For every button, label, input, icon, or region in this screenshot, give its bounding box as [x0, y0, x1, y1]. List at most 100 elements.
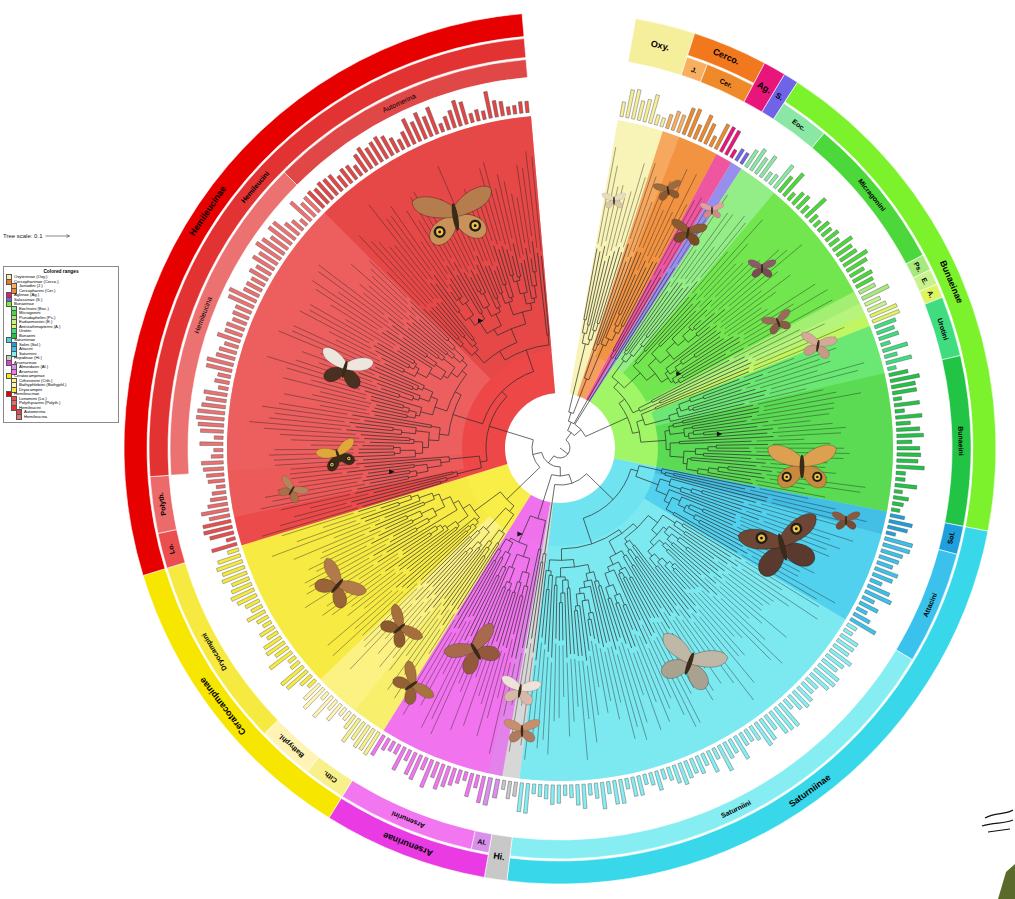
tip-bar — [212, 490, 226, 495]
tree-branch — [716, 448, 749, 449]
moth-body — [469, 642, 482, 661]
moth-picture — [700, 203, 724, 218]
tip-trace — [579, 661, 588, 760]
tip-bar — [481, 111, 486, 120]
tree-branch — [408, 329, 444, 358]
moth-body — [686, 226, 691, 239]
tree-branch — [582, 333, 584, 343]
tree-branch — [675, 367, 678, 372]
tree-branch — [575, 606, 576, 611]
tree-branch — [484, 342, 517, 362]
tree-branch — [699, 523, 743, 547]
tree-branch — [472, 350, 479, 356]
tree-branch — [625, 350, 627, 351]
tree-branch — [532, 440, 540, 468]
tree-branch — [677, 537, 679, 540]
tip-bar — [326, 703, 342, 721]
tree-branch — [415, 453, 422, 454]
tip-traces — [249, 147, 867, 760]
tip-trace — [496, 188, 512, 251]
tree-branch — [560, 448, 568, 454]
tree-branch — [409, 367, 414, 370]
tree-branch — [499, 530, 504, 534]
tree-branch — [512, 554, 517, 567]
tip-bar — [351, 721, 366, 740]
tree-branch — [696, 313, 715, 330]
tree-branch — [472, 339, 474, 341]
tip-trace — [575, 659, 578, 707]
tree-branch — [632, 566, 670, 629]
tip-trace — [319, 272, 389, 323]
tip-bar — [218, 373, 231, 379]
tribe-label: E. — [920, 276, 929, 285]
tree-branch — [707, 447, 708, 451]
tree-branch — [670, 561, 674, 565]
tip-bar — [897, 433, 924, 437]
tribe-label: Arsenurini — [390, 810, 425, 830]
tip-trace — [598, 147, 616, 244]
moth-forewing — [520, 678, 542, 694]
tree-branch — [684, 511, 695, 517]
tree-branch — [410, 518, 475, 571]
tree-branch — [428, 515, 436, 520]
moth-picture — [832, 512, 860, 530]
tip-bar — [209, 514, 230, 521]
tip-trace — [369, 286, 409, 320]
tree-branch — [555, 474, 587, 485]
tree-branch — [695, 449, 696, 455]
tree-branch — [662, 558, 667, 564]
tree-branch — [445, 525, 448, 529]
tree-branch — [418, 388, 423, 390]
moth-eyespot-pupil — [795, 527, 798, 530]
tip-bar — [895, 477, 905, 481]
clade-band — [150, 475, 177, 533]
moth-eyespot-ring — [330, 462, 335, 467]
tree-branch — [635, 351, 645, 362]
tree-branch — [605, 570, 614, 574]
tree-branch — [598, 581, 600, 586]
tree-branch — [406, 415, 408, 418]
tree-branch — [670, 442, 679, 443]
tree-branch — [655, 368, 749, 408]
tree-branch — [681, 487, 691, 490]
tree-branch — [413, 398, 419, 400]
tree-branch — [432, 493, 434, 499]
tree-branch — [480, 291, 482, 294]
tip-trace — [378, 602, 424, 654]
tree-branch — [641, 440, 666, 442]
tree-branch — [621, 325, 623, 326]
tree-branch — [663, 527, 666, 530]
tree-branch — [655, 566, 657, 568]
tree-branch — [675, 563, 699, 587]
tree-branch — [691, 460, 756, 466]
tree-branch — [473, 344, 477, 347]
tree-branch — [477, 256, 496, 299]
tree-branch — [526, 562, 540, 648]
tree-branch — [448, 368, 455, 379]
tree-branch — [666, 497, 672, 509]
tree-branch — [431, 397, 438, 400]
tree-branch — [596, 323, 598, 331]
tree-branch — [521, 263, 527, 292]
tip-trace — [724, 308, 761, 334]
moth-body — [800, 455, 805, 479]
tree-branch — [509, 566, 514, 568]
tip-bar — [631, 777, 639, 797]
tree-branch — [458, 338, 463, 344]
moth-picture — [748, 260, 776, 278]
tree-branch — [565, 593, 567, 658]
tree-branch — [702, 490, 743, 502]
tree-branch — [526, 559, 530, 573]
tribe-label: A. — [926, 290, 935, 299]
tree-branch — [665, 561, 670, 565]
tree-branch — [688, 433, 689, 438]
tip-bar — [203, 467, 223, 472]
tree-branch — [495, 298, 498, 299]
tree-branch — [610, 557, 613, 565]
tree-branch — [495, 550, 501, 560]
tip-trace — [760, 371, 817, 388]
tree-branch — [637, 422, 641, 442]
tree-branch — [574, 358, 612, 424]
tree-branch — [665, 373, 671, 382]
tree-branch — [689, 433, 767, 439]
